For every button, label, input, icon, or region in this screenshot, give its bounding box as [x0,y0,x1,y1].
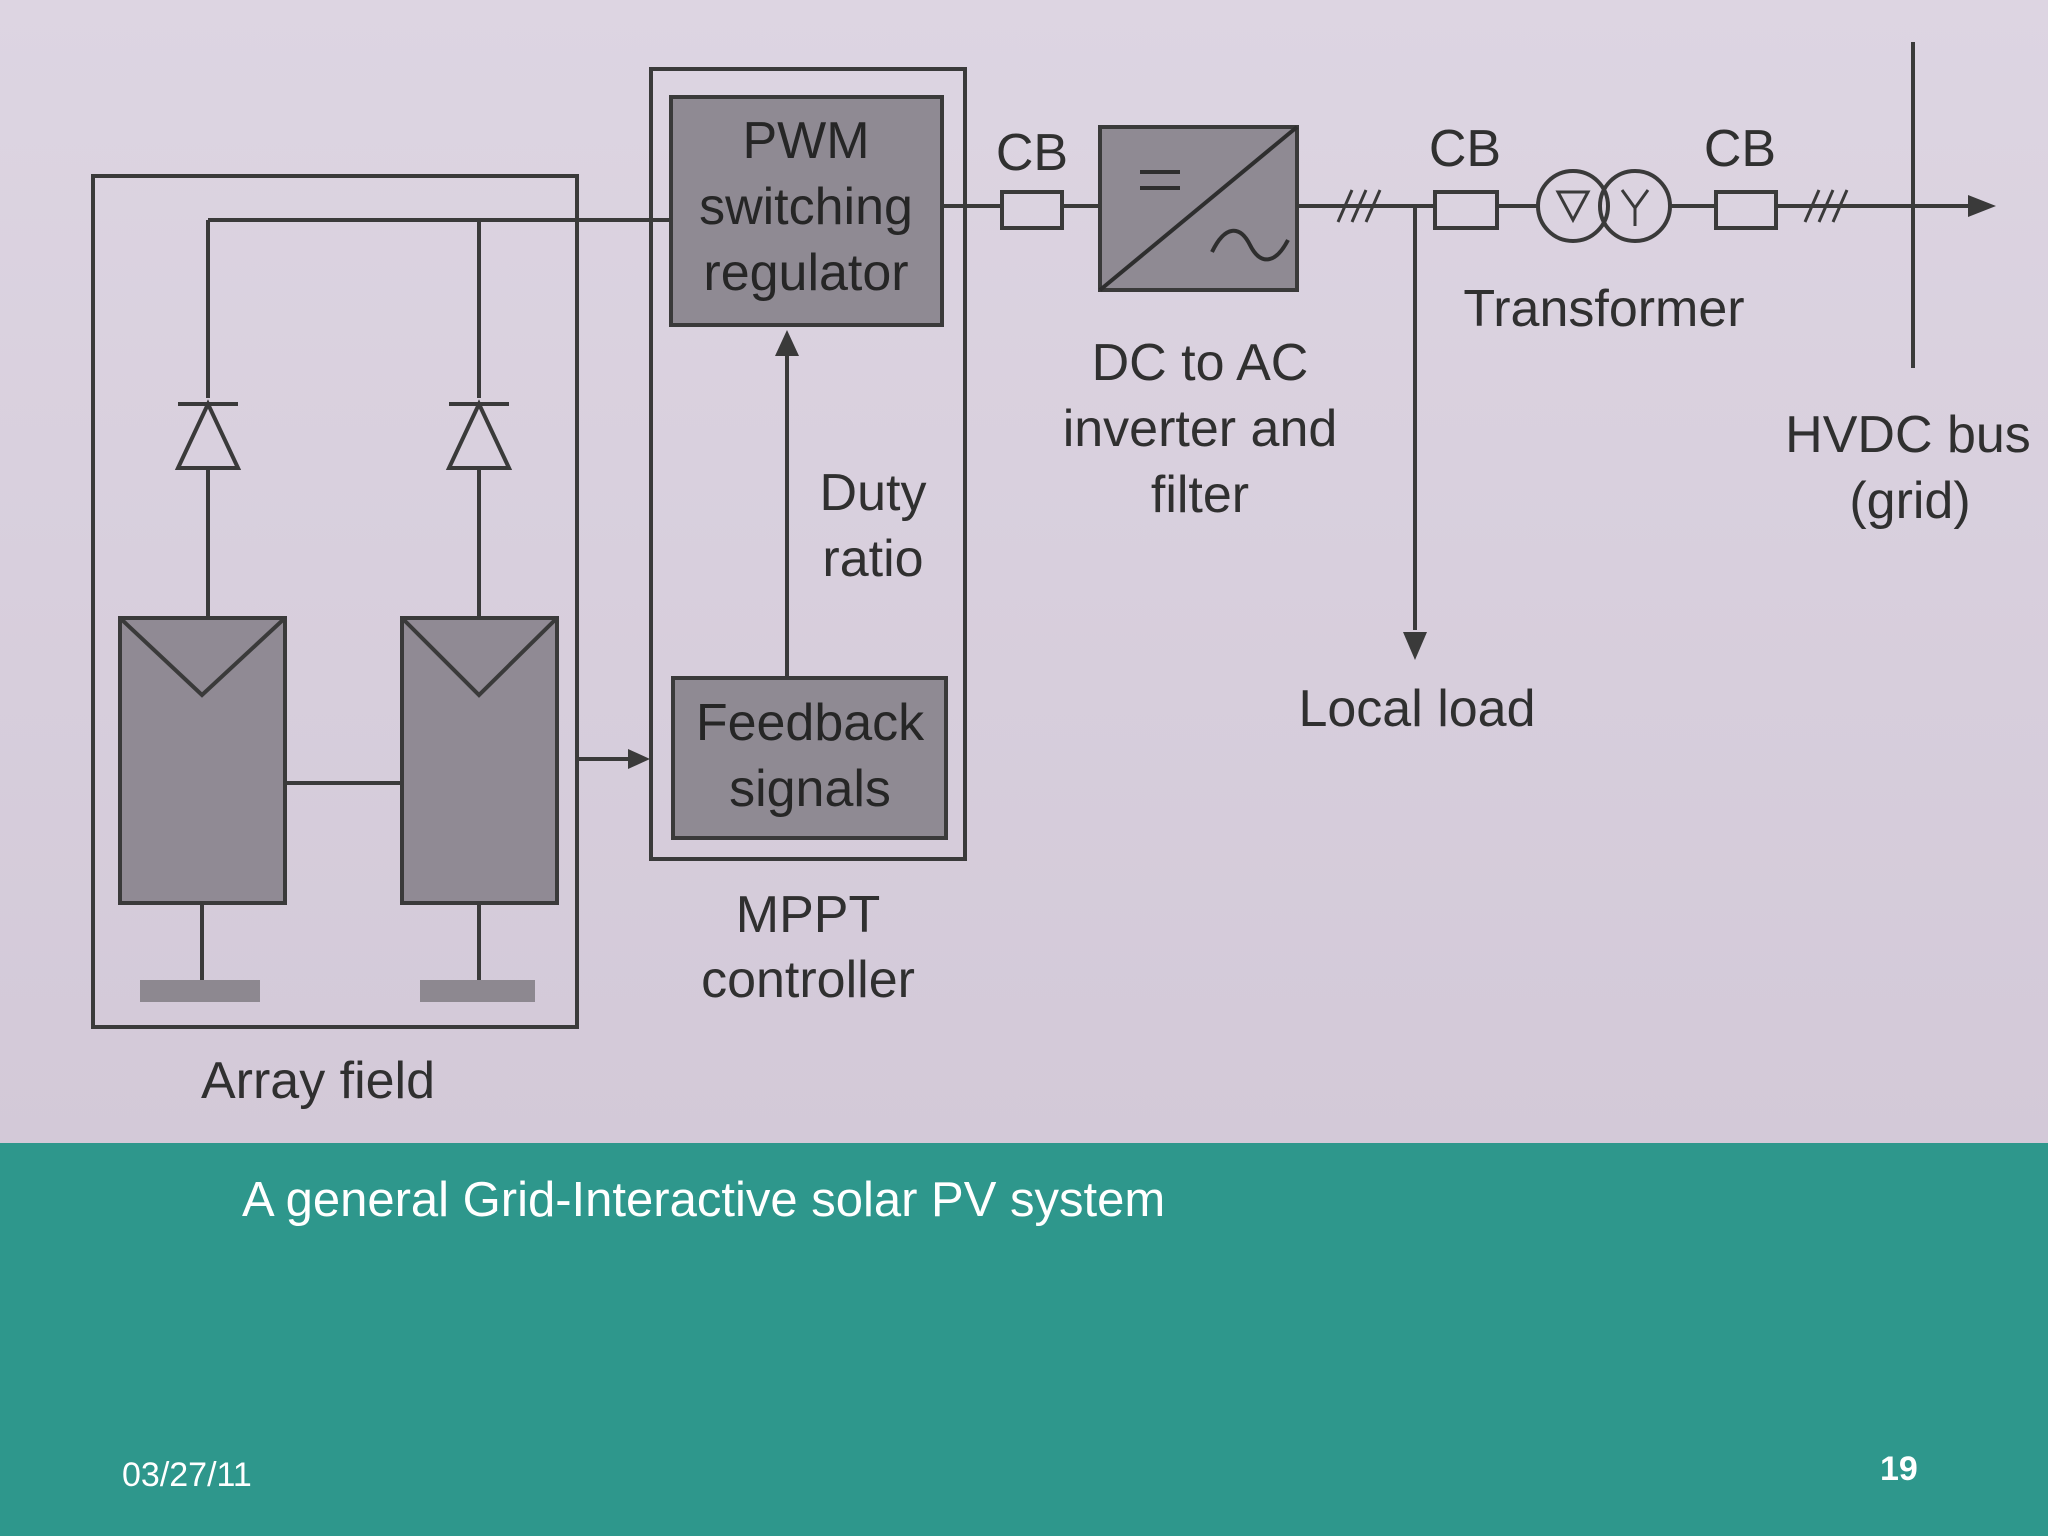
cb2-label: CB [1429,120,1501,178]
diode-1-icon [174,399,242,470]
cb3-label: CB [1704,120,1776,178]
cb1-label: CB [996,124,1068,182]
cb2-breaker [1433,190,1499,230]
duty-label-line2: ratio [822,530,923,588]
slide-caption: A general Grid-Interactive solar PV syst… [242,1173,1166,1227]
pwm-label-line1: PWM [742,112,869,170]
pwm-switching-regulator-block [669,95,944,327]
diagram-photo: PWM switching regulator Duty ratio Feedb… [0,0,2048,1143]
pv-system-diagram: PWM switching regulator Duty ratio Feedb… [91,42,2031,1110]
feedback-signals-block [671,676,948,840]
mppt-controller-box [649,67,967,861]
pwm-label-line3: regulator [703,244,908,302]
ground-leads [200,903,481,980]
wye-symbol-icon [1620,189,1650,226]
slide-number: 19 [1880,1450,1918,1488]
mppt-label-line2: controller [701,951,915,1009]
transformer-primary-icon [1536,169,1610,243]
slide-date: 03/27/11 [122,1456,252,1494]
duty-arrow-icon [775,330,799,356]
pwm-label-line2: switching [699,178,913,236]
inverter-label-line2: inverter and [1063,400,1338,458]
local-load-arrow-icon [1403,632,1427,660]
feedback-label-line2: signals [729,760,891,818]
transformer-secondary-icon [1598,169,1672,243]
delta-symbol-icon [1555,190,1591,224]
inverter-diagonal [1098,125,1299,292]
inverter-label-line1: DC to AC [1092,334,1309,392]
hvdc-label-line2: (grid) [1849,472,1970,530]
diode-2-icon [445,399,513,470]
three-phase-mark-2-icon [1803,189,1849,223]
transformer-label: Transformer [1463,280,1744,338]
pv-panel-1-mark [118,616,287,698]
three-phase-mark-icon [1336,189,1382,223]
array-field-label: Array field [201,1052,435,1110]
feedback-arrow-icon [628,749,650,769]
dc-symbol-icon [1140,170,1180,190]
pv-panel-2-mark [400,616,559,698]
duty-label-line1: Duty [820,464,927,522]
mppt-label-line1: MPPT [736,886,880,944]
feedback-label-line1: Feedback [696,694,925,752]
cb3-breaker [1714,190,1778,230]
ground-bar-1 [140,980,260,1002]
pv-panel-2 [400,616,559,905]
ground-bar-2 [420,980,535,1002]
local-load-label: Local load [1298,680,1535,738]
grid-arrow-icon [1968,195,1996,217]
hvdc-label-line1: HVDC bus [1785,406,2031,464]
array-field-box [91,174,579,1029]
cb1-breaker [1000,190,1064,230]
ac-wave-icon [1210,228,1290,262]
slide-footer-band [0,1143,2048,1536]
pv-panel-1 [118,616,287,905]
inverter-label-line3: filter [1151,466,1249,524]
